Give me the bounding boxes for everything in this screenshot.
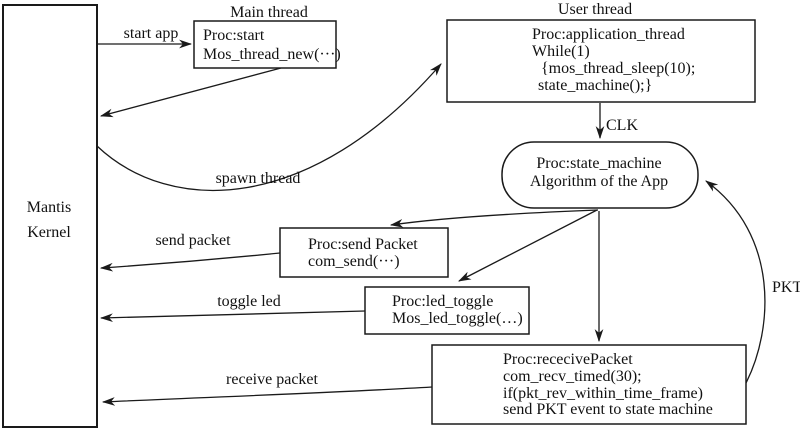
mantis-kernel-label-line2: Kernel: [27, 224, 71, 241]
arrow-statemachine-to-ledtoggle: [458, 209, 598, 282]
label-pkt: PKT: [772, 279, 800, 296]
arrow-send-packet-to-kernel: [99, 252, 281, 272]
arrow-mainthread-to-kernel: [99, 67, 282, 118]
send-packet-line-2: com_send(···): [308, 253, 400, 270]
main-thread-line-1: Proc:start: [203, 27, 265, 44]
main-thread-line-2: Mos_thread_new(···): [203, 46, 341, 63]
receive-packet-line-3: if(pkt_rev_within_time_frame): [503, 385, 703, 402]
arrow-toggle-led-to-kernel: [99, 310, 366, 323]
mantis-kernel-box: [2, 4, 98, 428]
user-thread-line-3: {mos_thread_sleep(10);: [541, 60, 695, 77]
mantis-kernel-label-line1: Mantis: [27, 199, 71, 216]
led-toggle-line-1: Proc:led_toggle: [392, 293, 493, 310]
receive-packet-line-4: send PKT event to state machine: [503, 401, 713, 418]
label-toggle-led: toggle led: [217, 293, 281, 310]
arrow-receive-packet-to-kernel: [101, 386, 433, 406]
led-toggle-box: [364, 286, 530, 335]
label-clk: CLK: [606, 117, 638, 134]
send-packet-box: [279, 227, 449, 278]
user-thread-line-1: Proc:application_thread: [532, 26, 685, 43]
receive-packet-line-2: com_recv_timed(30);: [503, 368, 642, 385]
arrow-spawn-thread: [96, 63, 442, 191]
led-toggle-line-2: Mos_led_toggle(…): [392, 310, 523, 327]
arrow-pkt-event: [705, 180, 766, 384]
user-thread-line-2: While(1): [532, 43, 590, 60]
main-thread-title: Main thread: [230, 4, 308, 21]
label-start-app: start app: [124, 25, 179, 42]
arrow-statemachine-to-sendpacket: [389, 209, 599, 228]
user-thread-line-4: state_machine();}: [538, 77, 652, 94]
receive-packet-box: [431, 344, 747, 425]
state-machine-line-1: Proc:state_machine: [536, 155, 661, 172]
label-spawn-thread: spawn thread: [216, 170, 301, 187]
state-machine-line-2: Algorithm of the App: [530, 173, 668, 190]
send-packet-line-1: Proc:send Packet: [308, 236, 418, 253]
label-send-packet: send packet: [155, 232, 231, 249]
label-receive-packet: receive packet: [226, 371, 318, 388]
receive-packet-line-1: Proc:rececivePacket: [503, 351, 633, 368]
user-thread-box: [446, 19, 756, 103]
main-thread-box: [193, 20, 337, 69]
user-thread-title: User thread: [558, 1, 632, 18]
state-machine-node: [501, 141, 699, 209]
